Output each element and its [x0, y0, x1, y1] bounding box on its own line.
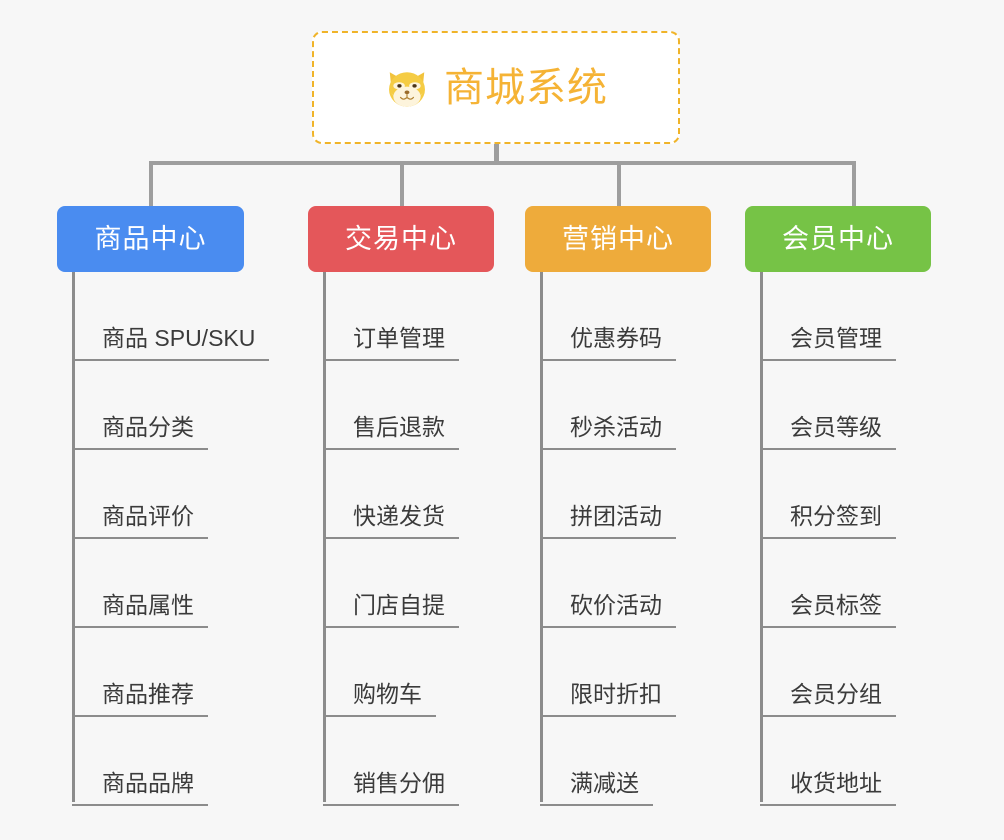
connector-drop-3 — [617, 161, 621, 207]
leaf-item[interactable]: 商品推荐 — [72, 628, 208, 717]
leaf-label: 商品 SPU/SKU — [102, 325, 256, 352]
leaf-label: 售后退款 — [353, 414, 445, 441]
leaf-label: 限时折扣 — [570, 681, 662, 708]
branch-column-3: 营销中心 优惠券码 秒杀活动 拼团活动 砍价活动 限时折扣 满减送 — [525, 206, 711, 806]
leaf-label: 拼团活动 — [570, 503, 662, 530]
leaf-item[interactable]: 限时折扣 — [540, 628, 676, 717]
leaf-item[interactable]: 满减送 — [540, 717, 653, 806]
category-node-1[interactable]: 商品中心 — [57, 206, 244, 272]
leaf-item[interactable]: 秒杀活动 — [540, 361, 676, 450]
leaf-item[interactable]: 门店自提 — [323, 539, 459, 628]
leaf-item[interactable]: 收货地址 — [760, 717, 896, 806]
branch-column-1: 商品中心 商品 SPU/SKU 商品分类 商品评价 商品属性 商品推荐 商品品牌 — [57, 206, 270, 806]
category-label-4: 会员中心 — [782, 223, 894, 254]
leaf-item[interactable]: 拼团活动 — [540, 450, 676, 539]
leaf-label: 订单管理 — [353, 325, 445, 352]
leaf-item[interactable]: 商品评价 — [72, 450, 208, 539]
leaf-label: 秒杀活动 — [570, 414, 662, 441]
branch-spine-4 — [760, 272, 763, 802]
leaf-item[interactable]: 商品 SPU/SKU — [72, 272, 270, 361]
leaf-item[interactable]: 订单管理 — [323, 272, 459, 361]
leaf-label: 购物车 — [353, 681, 422, 708]
leaf-label: 商品品牌 — [102, 770, 194, 797]
category-node-3[interactable]: 营销中心 — [525, 206, 711, 272]
root-connector-stub — [494, 144, 499, 164]
leaf-item[interactable]: 销售分佣 — [323, 717, 459, 806]
category-label-2: 交易中心 — [345, 223, 457, 254]
leaf-item[interactable]: 会员等级 — [760, 361, 896, 450]
branch-spine-2 — [323, 272, 326, 802]
leaf-label: 砍价活动 — [570, 592, 662, 619]
leaf-item[interactable]: 售后退款 — [323, 361, 459, 450]
leaf-label: 商品推荐 — [102, 681, 194, 708]
leaf-label: 商品属性 — [102, 592, 194, 619]
dog-face-icon — [384, 65, 430, 111]
leaf-label: 商品分类 — [102, 414, 194, 441]
leaf-label: 会员分组 — [790, 681, 882, 708]
leaf-item[interactable]: 商品分类 — [72, 361, 208, 450]
category-label-3: 营销中心 — [562, 223, 674, 254]
leaf-item[interactable]: 优惠券码 — [540, 272, 676, 361]
root-label: 商城系统 — [444, 65, 608, 110]
leaf-label: 销售分佣 — [353, 770, 445, 797]
leaf-label: 快递发货 — [353, 503, 445, 530]
leaf-item[interactable]: 商品属性 — [72, 539, 208, 628]
branch-spine-1 — [72, 272, 75, 802]
leaf-item[interactable]: 商品品牌 — [72, 717, 208, 806]
connector-drop-2 — [400, 161, 404, 207]
category-node-4[interactable]: 会员中心 — [745, 206, 931, 272]
leaf-item[interactable]: 砍价活动 — [540, 539, 676, 628]
branch-spine-3 — [540, 272, 543, 802]
root-node[interactable]: 商城系统 — [312, 31, 680, 144]
leaf-item[interactable]: 会员标签 — [760, 539, 896, 628]
leaf-label: 满减送 — [570, 770, 639, 797]
category-node-2[interactable]: 交易中心 — [308, 206, 494, 272]
branch-column-2: 交易中心 订单管理 售后退款 快递发货 门店自提 购物车 销售分佣 — [308, 206, 494, 806]
leaf-label: 会员标签 — [790, 592, 882, 619]
leaf-label: 会员等级 — [790, 414, 882, 441]
connector-drop-4 — [852, 161, 856, 207]
category-label-1: 商品中心 — [94, 223, 207, 254]
connector-bus — [149, 161, 856, 165]
leaf-item[interactable]: 会员管理 — [760, 272, 896, 361]
leaf-item[interactable]: 会员分组 — [760, 628, 896, 717]
connector-drop-1 — [149, 161, 153, 207]
branch-column-4: 会员中心 会员管理 会员等级 积分签到 会员标签 会员分组 收货地址 — [745, 206, 931, 806]
leaf-label: 会员管理 — [790, 325, 882, 352]
leaf-label: 收货地址 — [790, 770, 882, 797]
leaf-item[interactable]: 积分签到 — [760, 450, 896, 539]
leaf-label: 优惠券码 — [570, 325, 662, 352]
leaf-label: 积分签到 — [790, 503, 882, 530]
leaf-item[interactable]: 快递发货 — [323, 450, 459, 539]
leaf-label: 门店自提 — [353, 592, 445, 619]
leaf-label: 商品评价 — [102, 503, 194, 530]
leaf-item[interactable]: 购物车 — [323, 628, 436, 717]
